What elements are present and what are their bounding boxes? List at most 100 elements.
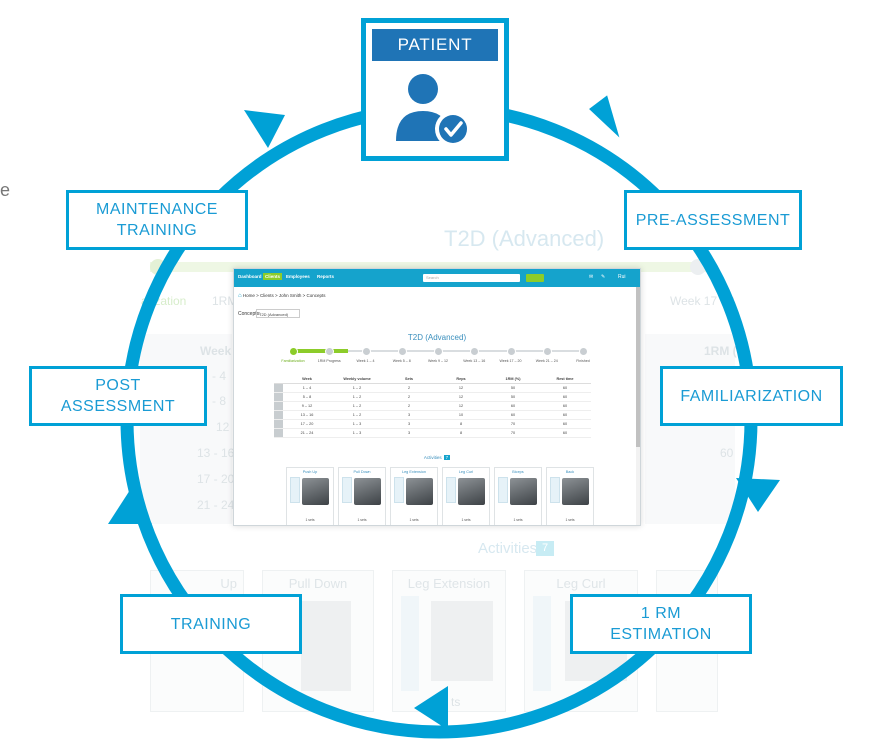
progress-step-dot[interactable] xyxy=(506,347,516,356)
table-cell: 60 xyxy=(539,419,591,429)
scrollbar[interactable] xyxy=(636,287,640,525)
home-icon[interactable]: ⌂ xyxy=(238,293,242,299)
row-handle[interactable] xyxy=(274,401,283,411)
week-table: Week Weekly volume Sets Reps 1RM (%) Res… xyxy=(274,375,591,438)
nav-reports[interactable]: Reports xyxy=(317,274,335,279)
table-header: Rest time xyxy=(539,375,591,384)
table-header: Week xyxy=(283,375,331,384)
progress-step-dot[interactable] xyxy=(470,347,480,356)
breadcrumb-text[interactable]: Home > Clients > John Smith > Concepts xyxy=(242,293,326,298)
breadcrumb: ⌂ Home > Clients > John Smith > Concepts xyxy=(238,293,326,299)
background-tab-week: Week 17 - 2 xyxy=(670,294,735,308)
body-figure-icon xyxy=(342,477,352,503)
table-header-spacer xyxy=(274,375,283,384)
table-cell: 8 xyxy=(435,428,487,438)
activities-count-badge: 7 xyxy=(443,455,451,460)
table-cell: 17 – 20 xyxy=(283,419,331,429)
background-progress-bar xyxy=(150,262,710,272)
progress-step-dot[interactable] xyxy=(542,347,552,356)
table-cell: 10 xyxy=(435,410,487,420)
activity-sets: 1 sets xyxy=(305,518,315,522)
background-activity-name: Leg Extension xyxy=(407,576,491,591)
activity-name: Leg Extension xyxy=(401,470,427,474)
table-cell: 60 xyxy=(487,410,539,420)
background-week-row: 17 - 20 xyxy=(197,472,235,486)
table-cell: 60 xyxy=(539,392,591,402)
background-body-figure xyxy=(401,596,419,691)
wrench-icon[interactable]: ✎ xyxy=(601,274,606,280)
progress-step-label: Week 5 – 8 xyxy=(392,359,411,363)
row-handle[interactable] xyxy=(274,392,283,402)
table-cell: 21 – 24 xyxy=(283,428,331,438)
progress-step-dot[interactable] xyxy=(397,347,407,356)
body-figure-icon xyxy=(498,477,508,503)
background-week-row: - 8 xyxy=(212,394,227,408)
nav-employees[interactable]: Employees xyxy=(286,274,310,279)
activities-label: Activities xyxy=(423,455,442,460)
progress-step-dot[interactable] xyxy=(361,347,371,356)
edge-text-fragment: e xyxy=(0,180,11,200)
app-search-input[interactable]: Search xyxy=(423,274,520,282)
machine-image xyxy=(510,478,537,505)
background-activities-badge: 7 xyxy=(536,541,554,556)
row-handle[interactable] xyxy=(274,419,283,429)
row-handle[interactable] xyxy=(274,383,283,393)
stage-line: 1 RM xyxy=(640,605,682,622)
table-cell: 9 – 12 xyxy=(283,401,331,411)
table-cell: 3 xyxy=(383,428,435,438)
table-cell: 8 xyxy=(435,419,487,429)
cycle-arrow xyxy=(589,95,620,138)
table-cell: 12 xyxy=(435,383,487,393)
progress-step-label: Familiarization xyxy=(281,359,305,363)
progress-step-dot[interactable] xyxy=(325,347,335,356)
background-card-footer: ts xyxy=(451,695,461,709)
progress-step-dot[interactable] xyxy=(579,347,588,356)
scrollbar-thumb[interactable] xyxy=(636,287,640,447)
progress-step-label: Week 21 – 24 xyxy=(535,359,558,363)
table-cell: 50 xyxy=(487,392,539,402)
progress-done xyxy=(293,349,348,353)
app-green-button[interactable] xyxy=(526,274,544,282)
background-activity-name: Pull Down xyxy=(288,576,348,591)
table-cell: 12 xyxy=(435,401,487,411)
progress-step-dot[interactable] xyxy=(434,347,443,356)
table-cell: 13 – 16 xyxy=(283,410,331,420)
patient-check-icon xyxy=(396,74,471,147)
background-body-figure xyxy=(533,596,551,691)
body-figure-icon xyxy=(290,477,300,503)
nav-clients[interactable]: Clients xyxy=(263,273,283,280)
table-cell: 60 xyxy=(487,401,539,411)
table-cell: 3 xyxy=(383,410,435,420)
background-table-right xyxy=(645,334,735,524)
person-head xyxy=(408,74,438,104)
user-menu[interactable]: Rui xyxy=(618,274,626,280)
table-header: Sets xyxy=(383,375,435,384)
concept-label: Concepts: xyxy=(238,311,261,317)
patient-header: PATIENT xyxy=(372,29,498,61)
mail-icon[interactable]: ✉ xyxy=(589,274,594,280)
activity-name: Back xyxy=(565,470,575,474)
progress-step-dot[interactable] xyxy=(289,347,298,356)
background-week-header: Week xyxy=(200,344,232,358)
progress-step-label: Week 13 – 16 xyxy=(463,359,486,363)
row-handle[interactable] xyxy=(274,410,283,420)
row-handle[interactable] xyxy=(274,428,283,438)
app-navbar: Dashboard Clients Employees Reports Sear… xyxy=(234,269,640,287)
concept-select[interactable]: T2D (Advanced) xyxy=(256,309,300,318)
activity-sets: 1 sets xyxy=(461,518,471,522)
app-screenshot: Dashboard Clients Employees Reports Sear… xyxy=(233,268,641,526)
background-week-row: - 4 xyxy=(212,369,227,383)
nav-dashboard[interactable]: Dashboard xyxy=(238,274,262,279)
background-rm-value: 60 xyxy=(720,446,734,460)
